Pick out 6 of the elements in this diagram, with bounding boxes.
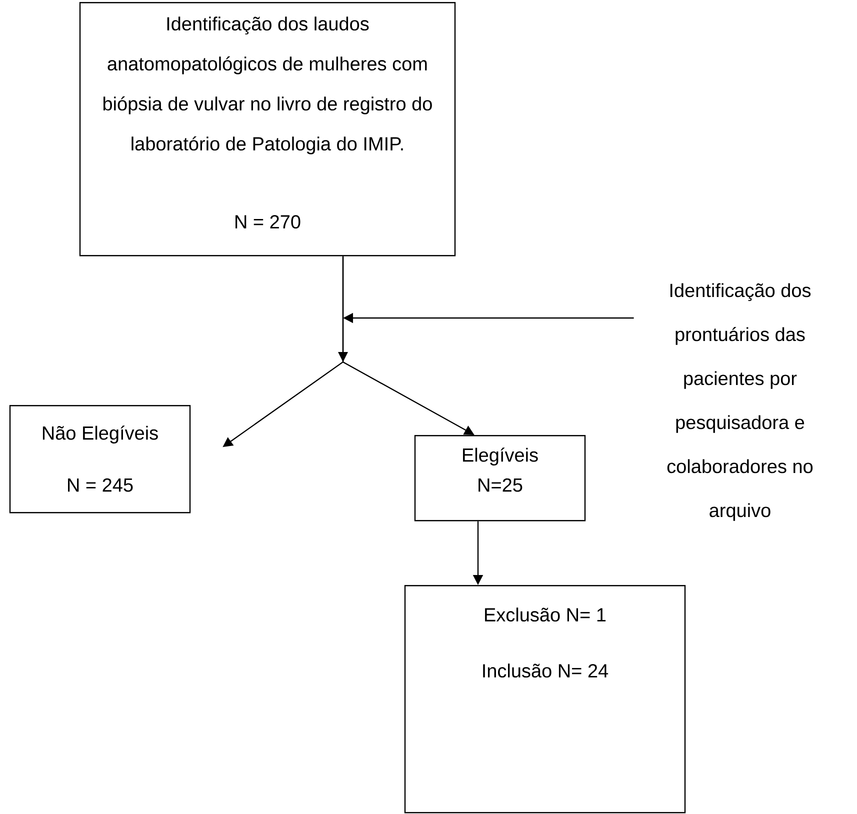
process-box: Exclusão N= 1 Inclusão N= 24 — [404, 585, 686, 814]
process-box: Elegíveis N=25 — [414, 435, 586, 522]
arrowhead — [338, 352, 348, 362]
process-box: Identificação dos laudos anatomopatológicos de mulheres com biópsia de vulvar no livro de registro do laboratório de Patologia do IMIP. N = 270 — [79, 2, 456, 256]
process-box: Não Elegíveis N = 245 — [9, 405, 191, 514]
side-note: Identificação dos prontuários das pacientes por pesquisadora e colaboradores no arquivo — [667, 283, 813, 521]
